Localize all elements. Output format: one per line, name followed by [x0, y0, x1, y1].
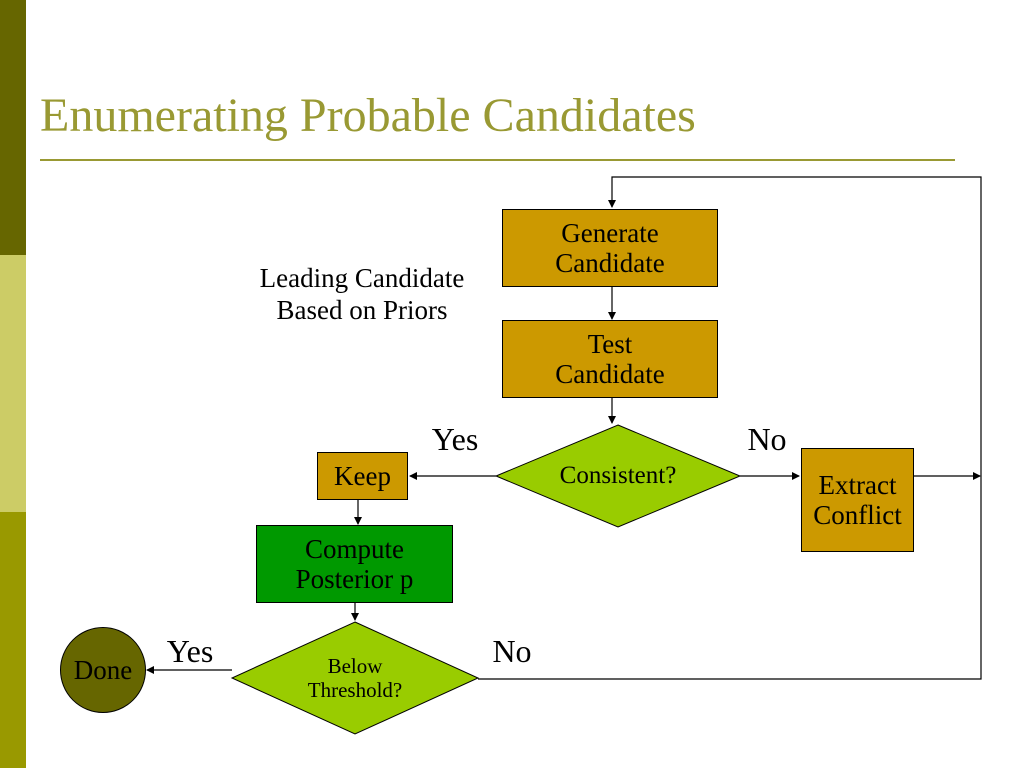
slide-title: Enumerating Probable Candidates — [40, 89, 696, 142]
threshold-label-container: Below Threshold? — [280, 646, 430, 712]
threshold-yes-label: Yes — [166, 633, 214, 669]
consistent-yes-label: Yes — [431, 421, 479, 457]
done-label: Done — [73, 654, 133, 685]
side-band-top — [0, 0, 26, 255]
consistent-no-label: No — [747, 421, 787, 457]
threshold-diamond — [230, 621, 480, 735]
extract-conflict-box: Extract Conflict — [801, 448, 914, 552]
compute-posterior-label: Compute Posterior p — [295, 533, 414, 594]
test-candidate-label: Test Candidate — [555, 328, 665, 389]
generate-candidate-box: Generate Candidate — [502, 209, 718, 287]
leading-candidate-note: Leading Candidate Based on Priors — [259, 263, 465, 326]
consistent-diamond — [494, 424, 742, 528]
extract-conflict-label: Extract Conflict — [813, 469, 902, 530]
side-band-bottom — [0, 512, 26, 768]
side-band-middle — [0, 255, 26, 512]
done-circle: Done — [60, 627, 146, 713]
keep-box: Keep — [317, 452, 408, 500]
title-underline — [40, 159, 955, 161]
threshold-label: Below Threshold? — [307, 654, 403, 702]
compute-posterior-box: Compute Posterior p — [256, 525, 453, 603]
test-candidate-box: Test Candidate — [502, 320, 718, 398]
arrow-threshold-loop-back — [478, 176, 982, 680]
keep-label: Keep — [334, 460, 391, 491]
consistent-label: Consistent? — [559, 462, 677, 489]
generate-candidate-label: Generate Candidate — [555, 217, 665, 278]
consistent-label-container: Consistent? — [520, 458, 716, 494]
threshold-no-label: No — [492, 633, 532, 669]
